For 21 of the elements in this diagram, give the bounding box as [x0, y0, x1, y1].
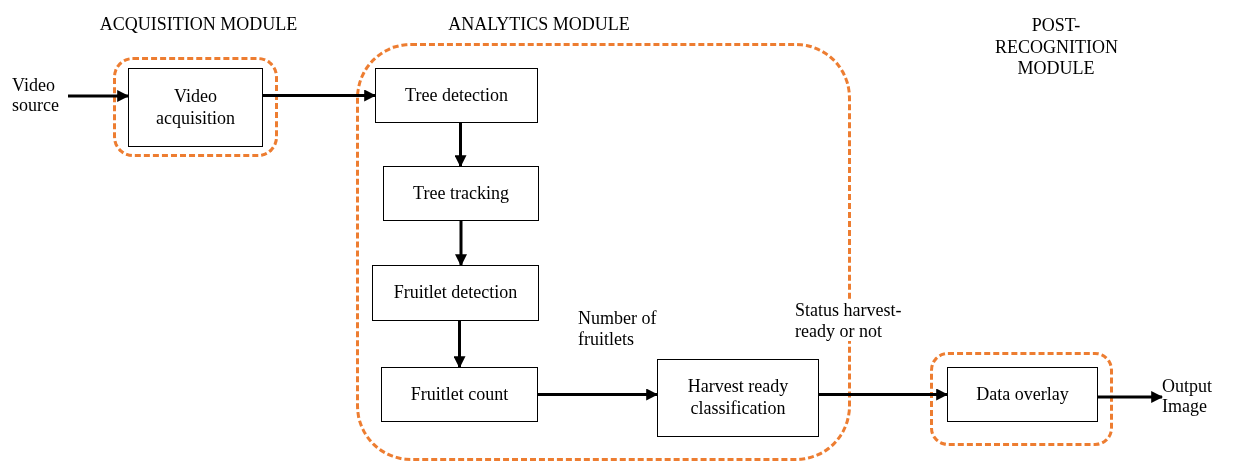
- arrow: [1098, 391, 1164, 403]
- process-box: Fruitlet detection: [372, 265, 539, 321]
- arrow: [453, 321, 466, 369]
- module-heading: POST-RECOGNITION MODULE: [995, 15, 1117, 80]
- arrow: [538, 388, 659, 401]
- arrow: [68, 90, 130, 102]
- process-box: Tree tracking: [383, 166, 539, 221]
- module-heading: ACQUISITION MODULE: [98, 14, 299, 36]
- arrow: [455, 221, 467, 267]
- module-heading: ANALYTICS MODULE: [447, 14, 631, 36]
- module-group: [930, 352, 1113, 446]
- process-box: Fruitlet count: [381, 367, 538, 422]
- endpoint-label: Output Image: [1162, 373, 1234, 421]
- arrow: [819, 388, 949, 401]
- arrow: [263, 89, 377, 102]
- process-box: Harvest ready classification: [657, 359, 819, 437]
- process-box: Tree detection: [375, 68, 538, 123]
- endpoint-label: Video source: [12, 73, 68, 119]
- process-box: Video acquisition: [128, 68, 263, 147]
- arrow: [454, 123, 467, 168]
- process-box: Data overlay: [947, 367, 1098, 422]
